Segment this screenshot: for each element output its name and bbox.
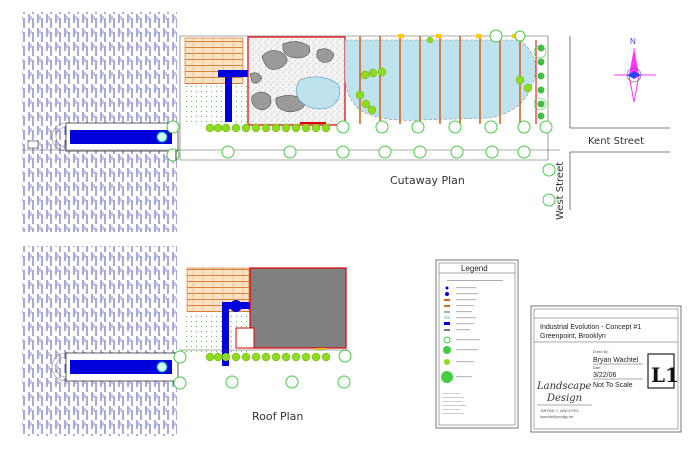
kent-street-label: Kent Street xyxy=(588,136,644,147)
ground-cover xyxy=(182,84,248,126)
legend-title: Legend xyxy=(461,264,488,273)
canal-water xyxy=(70,130,172,144)
street-trees xyxy=(166,29,556,207)
drawn-by-label: Drawn By: xyxy=(593,350,609,354)
logo-design: Design xyxy=(546,393,582,404)
shrub-row xyxy=(205,36,533,133)
scale-value: Not To Scale xyxy=(593,382,633,389)
date-label: Date: xyxy=(593,366,601,370)
north-label: N xyxy=(630,37,636,46)
roof-plan xyxy=(22,246,352,436)
designer-email: bwachtel@prodigy.net xyxy=(540,415,573,419)
wood-grain-area xyxy=(22,12,177,232)
north-arrow: N xyxy=(614,37,656,103)
logo-landscape: Landscape xyxy=(536,381,592,392)
wood-grain-area-roof xyxy=(22,246,177,436)
designer-name: BRYAN J. WACHTEL xyxy=(541,408,580,413)
west-street-label: West Street xyxy=(555,162,566,220)
legend-panel: Legend xyxy=(435,259,519,429)
title-block: Industrial Evolution - Concept #1 Greenp… xyxy=(530,305,682,433)
project-location: Greenpoint, Brooklyn xyxy=(540,333,606,340)
sheet-number: L1 xyxy=(651,363,679,387)
roof-plan-label: Roof Plan xyxy=(252,410,303,423)
cutaway-plan xyxy=(22,12,670,232)
timber-walkway xyxy=(359,36,521,124)
wood-deck xyxy=(184,37,244,85)
roof xyxy=(249,267,347,349)
boulders xyxy=(249,41,335,113)
cutaway-plan-label: Cutaway Plan xyxy=(390,174,465,187)
street-curb xyxy=(569,36,670,210)
legend-symbols xyxy=(441,286,480,414)
project-title: Industrial Evolution - Concept #1 xyxy=(540,324,641,331)
drawn-by-value: Bryan Wachtel xyxy=(593,357,639,364)
pond-inner xyxy=(296,76,340,110)
date-value: 3/22/06 xyxy=(593,372,616,379)
